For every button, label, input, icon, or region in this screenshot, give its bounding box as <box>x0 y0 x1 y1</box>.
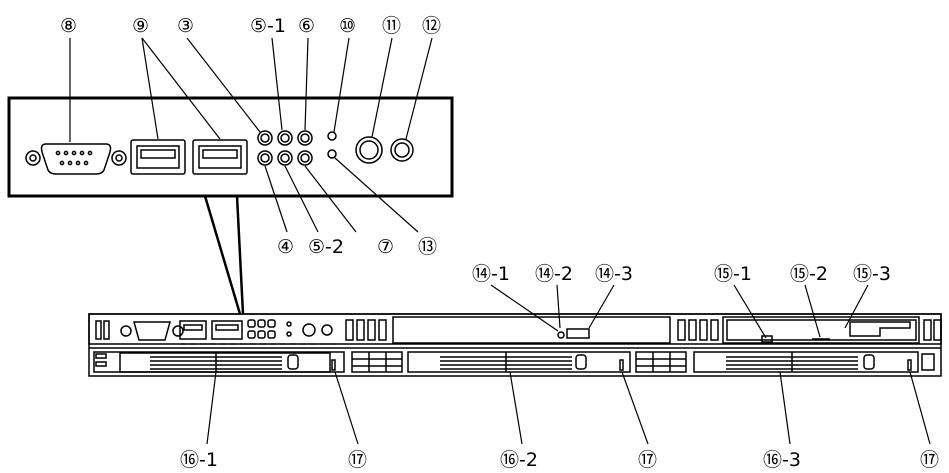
callout-6: ⑥ <box>298 15 315 37</box>
usb-port <box>192 139 248 175</box>
callout-15-2: ⑮-2 <box>790 263 828 285</box>
callout-14-2: ⑭-2 <box>535 263 573 285</box>
callout-9: ⑨ <box>132 15 149 37</box>
leader-lines-bottom <box>264 157 419 233</box>
callout-15-1: ⑮-1 <box>714 263 752 285</box>
leader-lines-chassis <box>206 284 931 445</box>
leader-lines-top <box>69 37 433 142</box>
callout-14-1: ⑭-1 <box>472 263 510 285</box>
hdd-bay <box>693 351 919 373</box>
status-led-row <box>257 130 337 166</box>
callout-5-1: ⑤-1 <box>250 15 286 37</box>
callout-17: ⑰ <box>348 449 367 471</box>
zoomed-control-panel <box>7 37 454 315</box>
callout-labels: ⑧ ⑨ ③ ⑤-1 ⑥ ⑩ ⑪ ⑫ ④ ⑤-2 ⑦ ⑬ ⑭-1 ⑭-2 ⑭-3 … <box>60 15 939 471</box>
callout-15-3: ⑮-3 <box>853 263 891 285</box>
callout-10: ⑩ <box>339 15 356 37</box>
hdd-bay <box>93 351 345 373</box>
callout-5-2: ⑤-2 <box>308 236 344 258</box>
reset-switch <box>390 138 414 162</box>
callout-17: ⑰ <box>638 449 657 471</box>
callout-12: ⑫ <box>422 15 441 37</box>
callout-16-1: ⑯-1 <box>180 449 218 471</box>
callout-13: ⑬ <box>418 236 437 258</box>
usb-port <box>130 139 186 175</box>
callout-4: ④ <box>277 236 294 258</box>
hdd-bay <box>407 351 631 373</box>
callout-16-3: ⑯-3 <box>763 449 801 471</box>
callout-14-3: ⑭-3 <box>595 263 633 285</box>
callout-16-2: ⑯-2 <box>500 449 538 471</box>
callout-17: ⑰ <box>920 449 939 471</box>
callout-11: ⑪ <box>382 15 401 37</box>
server-chassis <box>88 313 942 377</box>
callout-3: ③ <box>177 15 194 37</box>
power-switch <box>355 136 383 164</box>
callout-8: ⑧ <box>60 15 77 37</box>
callout-7: ⑦ <box>377 236 394 258</box>
serial-port <box>25 143 127 175</box>
